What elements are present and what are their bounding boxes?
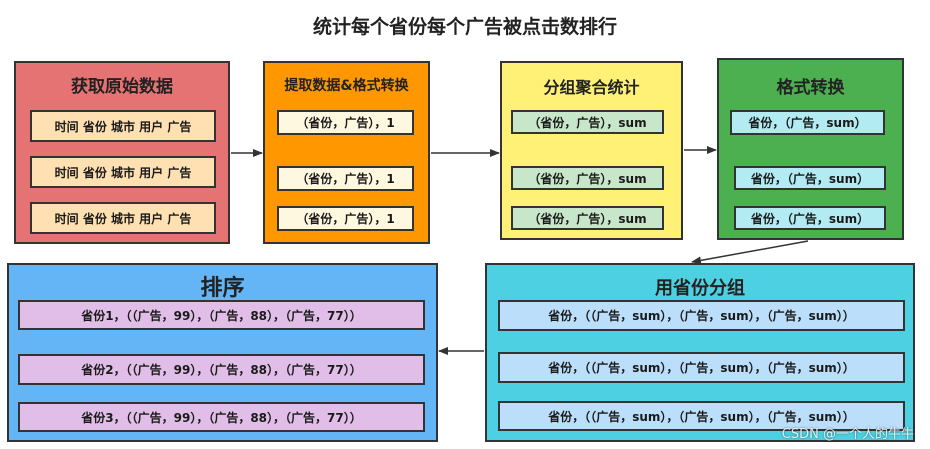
stage-item: （省份，广告），1 [277,206,414,231]
stage-item: 省份，（（广告，sum），（广告，sum），（广告，sum）） [498,352,905,383]
stage-item: 时间 省份 城市 用户 广告 [30,202,216,234]
stage-item: 省份，（（广告，sum），（广告，sum），（广告，sum）） [498,300,905,331]
diagram-title: 统计每个省份每个广告被点击数排行 [312,16,617,38]
stage-item: 省份1，（（广告，99），（广告，88），（广告，77）） [18,300,425,330]
stage-item: 省份，（广告，sum） [734,206,886,230]
stage-title: 分组聚合统计 [543,78,640,97]
watermark: CSDN @一个人的牛牛 [781,427,914,442]
stage-title: 用省份分组 [655,278,745,299]
stage-item: 省份，（广告，sum） [734,166,886,190]
stage-item: （省份，广告），1 [277,110,414,135]
stage-item: （省份，广告），sum [511,166,664,190]
stage-item: （省份，广告），sum [511,110,664,134]
stage-group-aggregate: 分组聚合统计 （省份，广告），sum （省份，广告），sum （省份，广告），s… [500,61,683,240]
stage-item: （省份，广告），1 [277,166,414,191]
stage-item: 时间 省份 城市 用户 广告 [30,156,216,188]
stage-group-by-province: 用省份分组 省份，（（广告，sum），（广告，sum），（广告，sum）） 省份… [485,263,915,442]
stage-title: 排序 [200,276,245,301]
stage-item: 省份，（（广告，sum），（广告，sum），（广告，sum）） [498,401,905,431]
stage-item: （省份，广告），sum [511,206,664,230]
stage-extract-and-convert: 提取数据&格式转换 （省份，广告），1 （省份，广告），1 （省份，广告），1 [263,61,430,244]
stage-item: 省份，（广告，sum） [730,110,885,135]
stage-format-convert: 格式转换 省份，（广告，sum） 省份，（广告，sum） 省份，（广告，sum） [717,58,904,240]
stage-title: 提取数据&格式转换 [284,78,409,94]
stage-item: 省份3，（（广告，99），（广告，88），（广告，77）） [18,402,425,432]
stage-item: 省份2，（（广告，99），（广告，88），（广告，77）） [18,354,425,385]
stage-title: 获取原始数据 [71,77,173,97]
stage-item: 时间 省份 城市 用户 广告 [30,110,216,142]
stage-sort: 排序 省份1，（（广告，99），（广告，88），（广告，77）） 省份2，（（广… [7,263,438,442]
stage-title: 格式转换 [776,78,845,98]
stage-get-raw-data: 获取原始数据 时间 省份 城市 用户 广告 时间 省份 城市 用户 广告 时间 … [14,61,230,244]
arrow-format-to-group [691,240,809,265]
